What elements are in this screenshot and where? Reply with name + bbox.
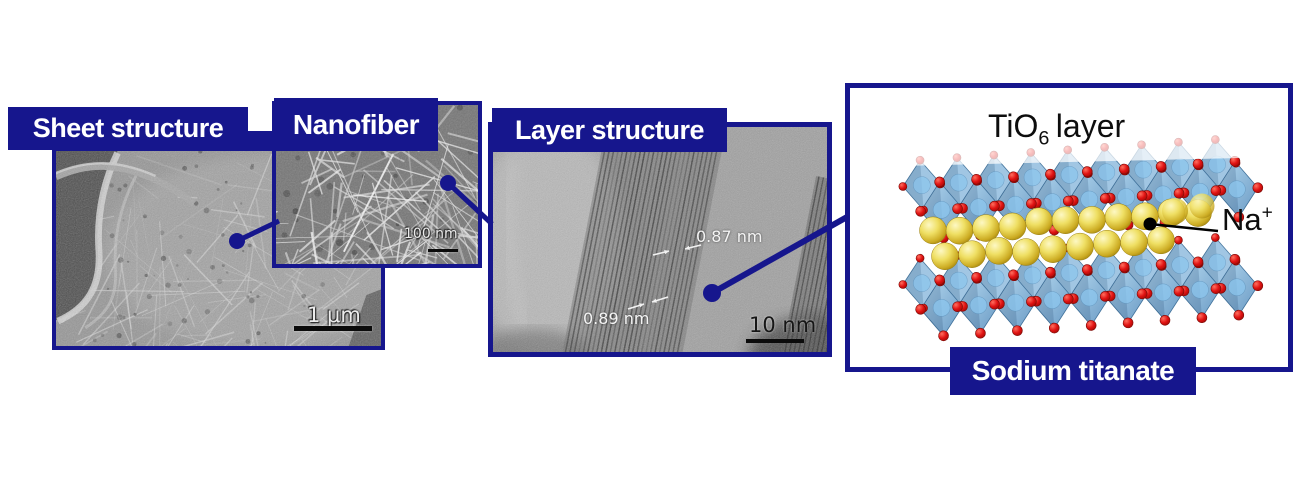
tio6-subscript: 6 <box>1038 127 1050 150</box>
oxygen-atom <box>1173 285 1185 297</box>
sodium-ion-layer <box>919 193 1215 270</box>
oxygen-atom <box>1026 296 1037 307</box>
oxygen-atom <box>1048 322 1060 334</box>
nanofiber-scale-label: 100 nm <box>404 226 458 242</box>
tio6-label-text: TiO <box>988 108 1039 144</box>
oxygen-atom <box>915 304 926 315</box>
sheet-structure-title: Sheet structure <box>8 107 248 150</box>
sodium-ion <box>972 214 1000 242</box>
oxygen-atom <box>938 330 949 342</box>
oxygen-atom <box>1122 317 1134 329</box>
oxygen-atom <box>1085 320 1097 331</box>
sodium-ion <box>958 240 986 268</box>
sodium-ion <box>1120 228 1148 257</box>
oxygen-atom <box>1210 283 1222 294</box>
oxygen-atom <box>1155 259 1167 270</box>
sodium-ion <box>1104 203 1133 231</box>
sheet-scale-bar <box>294 326 372 331</box>
oxygen-atom <box>1081 264 1093 275</box>
sodium-ion <box>998 212 1027 241</box>
sodium-titanate-panel <box>845 83 1293 372</box>
oxygen-atom <box>1081 166 1093 177</box>
sheet-scale-label: 1 μm <box>307 303 361 327</box>
oxygen-atom <box>1155 161 1167 172</box>
oxygen-atom <box>1062 293 1074 305</box>
na-pointer-dot <box>1143 217 1157 231</box>
na-label-text: Na <box>1222 202 1262 237</box>
layer-scale-label: 10 nm <box>749 313 817 337</box>
oxygen-atom <box>1210 185 1222 196</box>
oxygen-atom <box>1233 211 1245 223</box>
oxygen-atom <box>1045 168 1056 180</box>
oxygen-atom <box>934 274 945 286</box>
oxygen-atom <box>1192 256 1204 268</box>
oxygen-atom <box>1196 312 1208 324</box>
oxygen-atom <box>952 203 963 215</box>
lattice-spacing-upper-label: 0.87 nm <box>696 227 763 246</box>
oxygen-atom <box>898 280 908 289</box>
oxygen-atom <box>1136 190 1148 202</box>
nanofiber-title: Nanofiber <box>274 98 438 151</box>
oxygen-atom <box>952 301 963 313</box>
oxygen-atom <box>1099 291 1111 302</box>
oxygen-atom <box>1118 163 1130 175</box>
oxygen-atom <box>1252 280 1264 292</box>
sodium-ion <box>945 216 974 245</box>
oxygen-atom <box>1252 182 1264 194</box>
sodium-ion <box>931 242 959 270</box>
sodium-ion <box>1025 207 1053 235</box>
oxygen-atom <box>1211 233 1220 242</box>
oxygen-atom <box>1233 309 1245 321</box>
lattice-spacing-lower-label: 0.89 nm <box>583 309 650 328</box>
oxygen-atom <box>1099 193 1111 204</box>
sodium-ion <box>1051 206 1080 234</box>
oxygen-atom <box>1008 171 1019 183</box>
layer-scale-bar <box>746 339 804 343</box>
label-bridge-decoration <box>244 131 278 151</box>
oxygen-atom <box>1008 269 1019 281</box>
crystal-structure-illustration <box>898 100 1264 342</box>
sodium-ion <box>1012 238 1040 266</box>
oxygen-atom <box>971 174 982 185</box>
oxygen-atom <box>975 327 986 339</box>
sodium-ion <box>1093 229 1121 258</box>
oxygen-atom <box>1159 314 1171 326</box>
sodium-ion <box>1039 235 1067 263</box>
layer-structure-tem-image: 0.87 nm 0.89 nm 10 nm <box>488 122 832 357</box>
sodium-ion <box>1162 198 1188 224</box>
oxygen-atom <box>1026 198 1037 209</box>
oxygen-atom <box>1173 187 1185 199</box>
sodium-ion <box>985 237 1013 265</box>
oxygen-atom <box>1045 266 1056 278</box>
oxygen-atom <box>915 253 925 263</box>
oxygen-atom <box>915 206 926 217</box>
sodium-titanate-title: Sodium titanate <box>950 347 1196 395</box>
sodium-ion <box>1078 206 1106 234</box>
oxygen-atom <box>934 176 945 188</box>
na-superscript: + <box>1261 202 1273 224</box>
tio6-label-backdrop <box>900 100 1240 166</box>
oxygen-atom <box>1174 235 1183 245</box>
oxygen-atom <box>971 272 982 283</box>
na-pointer-line <box>1149 222 1219 233</box>
oxygen-atom <box>1136 288 1148 300</box>
oxygen-atom <box>898 182 908 191</box>
oxygen-atom <box>1192 158 1204 170</box>
sodium-ion <box>1147 226 1175 255</box>
oxygen-atom <box>1229 253 1241 265</box>
sodium-ion <box>1066 232 1094 261</box>
oxygen-atom <box>1118 261 1130 273</box>
tio6-label-suffix: layer <box>1055 108 1126 144</box>
nanofiber-scale-bar <box>428 249 458 252</box>
layer-structure-title: Layer structure <box>492 108 727 152</box>
oxygen-atom <box>989 298 1000 310</box>
spacing-arrows <box>627 244 702 310</box>
oxygen-atom <box>1012 325 1023 336</box>
oxygen-atom <box>1062 195 1074 207</box>
na-ion-label: Na+ <box>1222 202 1273 238</box>
sodium-ion <box>919 216 947 245</box>
sodium-ion <box>1189 193 1215 219</box>
oxygen-atom <box>989 200 1000 212</box>
